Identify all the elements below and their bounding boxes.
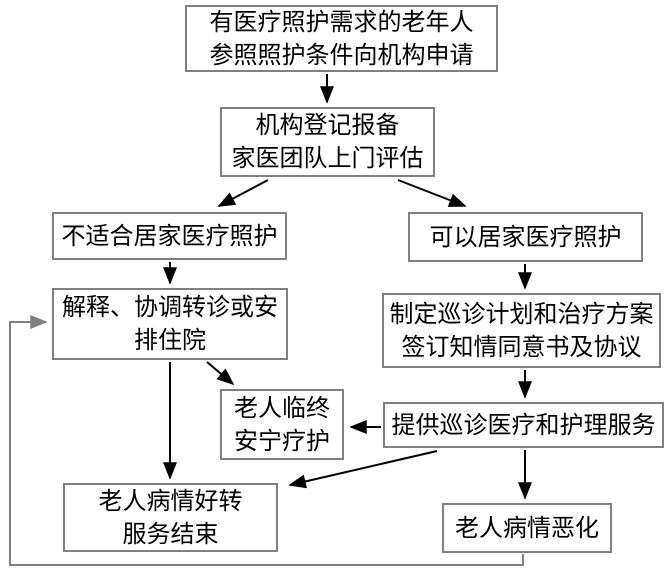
node-referral-hospitalization: 解释、协调转诊或安 排住院 (52, 288, 288, 360)
arrow-register-to-not-suitable (217, 179, 269, 207)
node-care-plan-agreement: 制定巡诊计划和治疗方案 签订知情同意书及协议 (382, 293, 661, 368)
node-hospice-care: 老人临终 安宁疗护 (220, 389, 344, 460)
node-application: 有医疗照护需求的老年人 参照照护条件向机构申请 (185, 5, 498, 72)
arrow-worsened-loop-to-referral (9, 315, 524, 566)
node-not-suitable-home-care: 不适合居家医疗照护 (52, 212, 287, 260)
arrow-register-to-suitable (397, 179, 467, 207)
arrow-service-to-improved (288, 450, 438, 489)
arrow-referral-to-hospice (206, 361, 235, 386)
node-condition-improved-end: 老人病情好转 服务结束 (63, 483, 278, 552)
node-condition-worsened: 老人病情恶化 (442, 503, 612, 553)
node-home-visit-service: 提供巡诊医疗和护理服务 (383, 402, 664, 448)
node-registration-assessment: 机构登记报备 家医团队上门评估 (220, 107, 435, 177)
node-suitable-home-care: 可以居家医疗照护 (408, 212, 643, 262)
